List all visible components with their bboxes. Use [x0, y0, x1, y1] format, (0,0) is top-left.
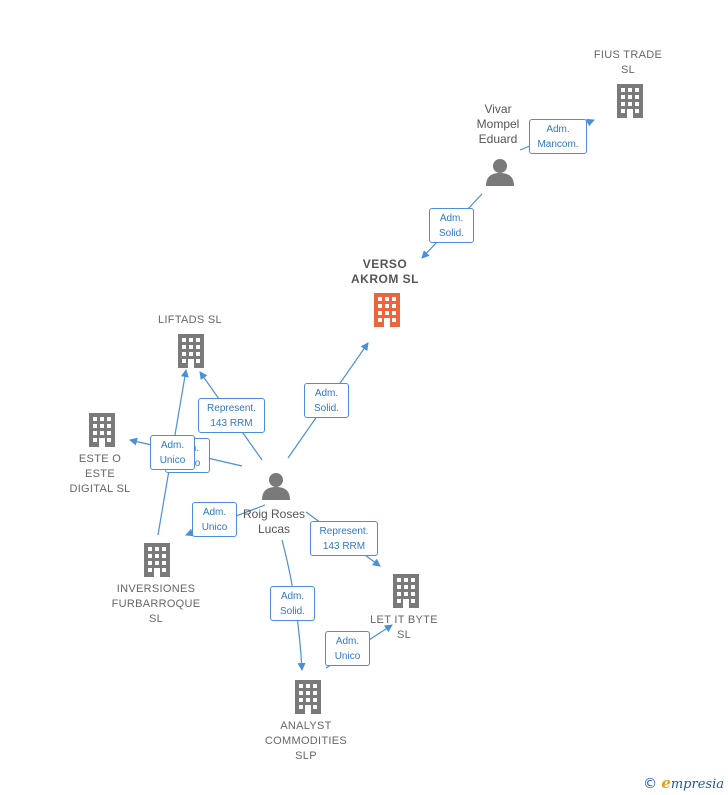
edge-label-roig-inversiones: Adm. Unico [192, 502, 237, 537]
node-label-analyst[interactable]: ANALYST COMMODITIES SLP [264, 720, 348, 762]
analyst-building-icon[interactable] [295, 680, 321, 714]
node-label-inversiones[interactable]: INVERSIONES FURBARROQUE SL [111, 583, 201, 625]
node-label-este[interactable]: ESTE O ESTE DIGITAL SL [69, 453, 131, 495]
edge-label-roig-analyst: Adm. Solid. [270, 586, 315, 621]
fius-trade-building-icon[interactable] [617, 84, 643, 118]
este-building-icon[interactable] [89, 413, 115, 447]
liftads-building-icon[interactable] [178, 334, 204, 368]
vivar-person-icon[interactable] [486, 159, 514, 186]
node-label-roig[interactable]: Roig Roses Lucas [242, 507, 306, 536]
edge-label-vivar-fius: Adm. Mancom. [529, 119, 587, 154]
brand-initial: e [661, 774, 671, 792]
edge-label-vivar-verso: Adm. Solid. [429, 208, 474, 243]
roig-person-icon[interactable] [262, 473, 290, 500]
edge-label-roig-este: Adm. Unico [150, 435, 195, 470]
inversiones-building-icon[interactable] [144, 543, 170, 577]
empresia-logo[interactable]: © empresia [643, 774, 724, 792]
edge-label-roig-liftads: Represent. 143 RRM [198, 398, 265, 433]
edge-label-roig-let-it-byte: Represent. 143 RRM [310, 521, 378, 556]
edge-label-roig-verso: Adm. Solid. [304, 383, 349, 418]
verso-akrom-building-icon[interactable] [374, 293, 400, 327]
let-it-byte-building-icon[interactable] [393, 574, 419, 608]
edge-label-analyst-let-it-byte: Adm. Unico [325, 631, 370, 666]
node-label-fius-trade[interactable]: FIUS TRADE SL [593, 49, 663, 76]
node-label-let-it-byte[interactable]: LET IT BYTE SL [370, 614, 438, 641]
node-label-vivar[interactable]: Vivar Mompel Eduard [476, 102, 520, 146]
copyright-symbol: © [643, 776, 658, 792]
brand-name: mpresia [670, 777, 724, 792]
node-label-liftads[interactable]: LIFTADS SL [158, 314, 222, 326]
node-label-verso-akrom[interactable]: VERSO AKROM SL [351, 257, 419, 286]
